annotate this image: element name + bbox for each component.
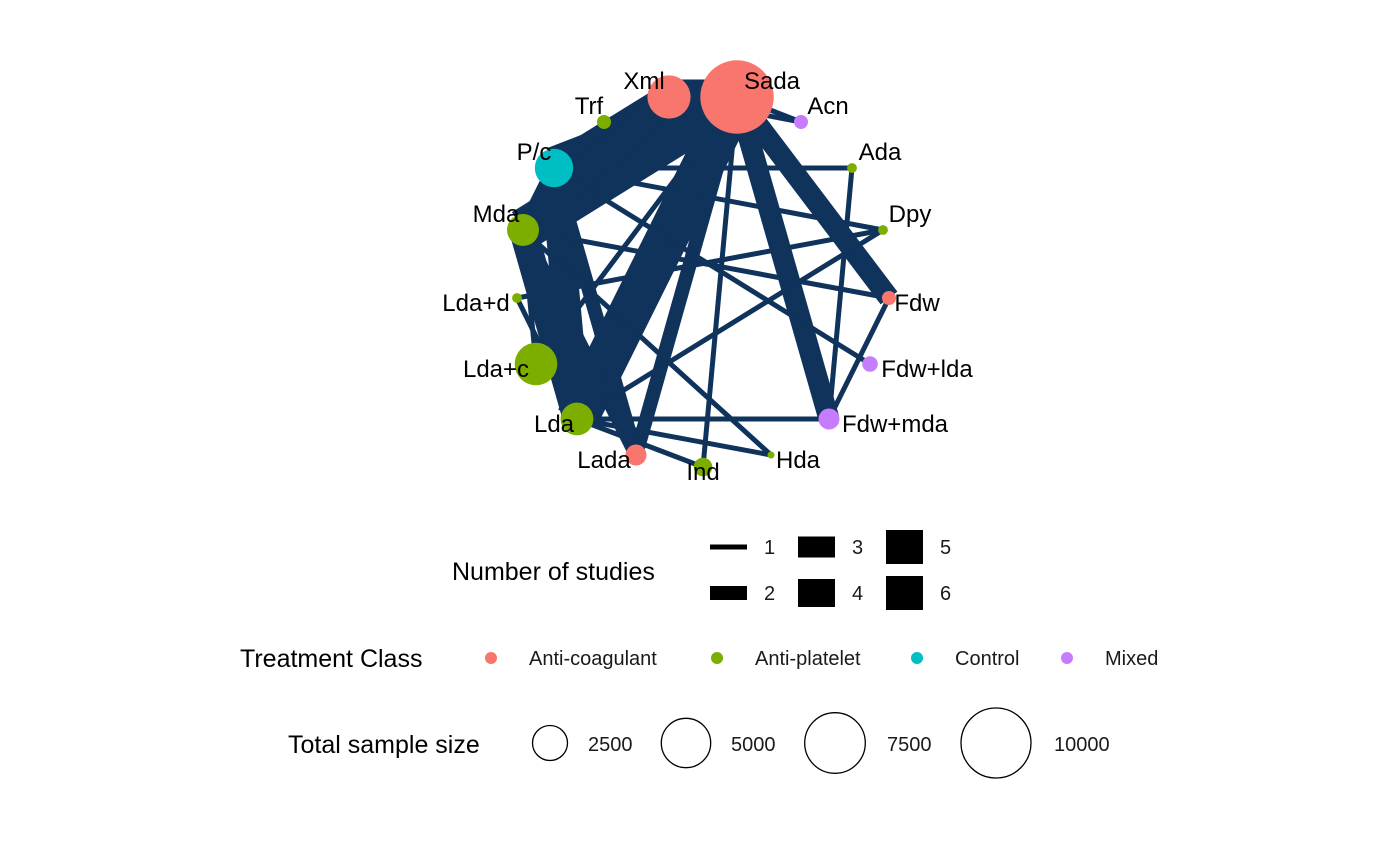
node-fdw-plus-lda	[862, 356, 878, 372]
sample-size-legend: Total sample size 2500 5000 7500 10000	[288, 707, 1110, 779]
studies-key-label-2: 2	[764, 583, 775, 605]
node-dpy	[878, 225, 888, 235]
node-lada	[625, 444, 647, 466]
node-label-fdw-plus-mda: Fdw+mda	[842, 411, 949, 438]
node-label-hda: Hda	[776, 447, 821, 474]
nodes-layer	[507, 60, 896, 477]
edge-sada-fdw-plus-mda	[726, 94, 840, 422]
size-key-circle-5000	[660, 717, 712, 769]
studies-key-3	[798, 536, 835, 558]
node-lda-plus-d	[512, 293, 522, 303]
node-p-c	[534, 148, 574, 188]
studies-key-label-3: 3	[852, 537, 863, 559]
node-label-lda-plus-c: Lda+c	[463, 356, 529, 383]
sample-size-legend-title: Total sample size	[288, 731, 480, 759]
node-label-lda: Lda	[534, 411, 575, 438]
node-label-xml: Xml	[623, 68, 664, 95]
edge-ada-fdw-plus-mda	[826, 167, 855, 420]
class-key-dot-control	[911, 652, 923, 664]
node-fdw	[882, 291, 896, 305]
class-key-label-control: Control	[955, 648, 1019, 670]
node-label-ind: Ind	[686, 459, 719, 486]
size-key-label-10000: 10000	[1054, 734, 1110, 756]
size-key-circle-7500	[804, 712, 866, 774]
studies-key-label-1: 1	[764, 537, 775, 559]
edge-sada-lada	[629, 95, 744, 457]
node-label-fdw: Fdw	[894, 290, 940, 317]
class-key-dot-anti-coagulant	[485, 652, 497, 664]
node-label-fdw-plus-lda: Fdw+lda	[881, 356, 973, 383]
node-label-trf: Trf	[575, 93, 604, 120]
class-key-label-anti-coagulant: Anti-coagulant	[529, 648, 657, 670]
class-key-label-mixed: Mixed	[1105, 648, 1158, 670]
node-mda	[507, 214, 539, 246]
node-lda-plus-c	[514, 342, 558, 386]
treatment-class-legend-title: Treatment Class	[240, 645, 422, 673]
size-key-circle-2500	[531, 724, 569, 762]
node-sada	[700, 60, 774, 134]
node-xml	[647, 75, 691, 119]
node-hda	[767, 451, 775, 459]
studies-key-6	[886, 576, 923, 610]
edge-sada-ind	[700, 96, 740, 468]
class-key-dot-mixed	[1061, 652, 1073, 664]
edge-lda-hda	[576, 416, 772, 458]
node-label-dpy: Dpy	[889, 201, 932, 228]
node-acn	[794, 115, 808, 129]
node-fdw-plus-mda	[818, 408, 840, 430]
edges-layer	[509, 77, 898, 470]
class-key-label-anti-platelet: Anti-platelet	[755, 648, 861, 670]
studies-key-5	[886, 530, 923, 564]
edge-sada-fdw	[728, 90, 898, 305]
edge-dpy-lda-plus-d	[516, 227, 884, 301]
studies-key-4	[798, 579, 835, 607]
studies-key-label-4: 4	[852, 583, 863, 605]
node-label-ada: Ada	[859, 139, 902, 166]
edge-dpy-lda	[575, 227, 885, 422]
studies-legend-title: Number of studies	[452, 558, 655, 586]
node-trf	[597, 115, 611, 129]
studies-key-1	[710, 544, 747, 550]
size-key-label-5000: 5000	[731, 734, 776, 756]
size-key-label-7500: 7500	[887, 734, 932, 756]
edge-fdw-fdw-plus-mda	[826, 296, 892, 421]
class-key-dot-anti-platelet	[711, 652, 723, 664]
node-label-sada: Sada	[744, 68, 801, 95]
edge-p-c-lada	[547, 166, 643, 457]
node-label-acn: Acn	[807, 93, 848, 120]
node-label-lda-plus-d: Lda+d	[442, 290, 509, 317]
size-key-circle-10000	[960, 707, 1032, 779]
studies-key-2	[710, 586, 747, 600]
studies-key-label-5: 5	[940, 537, 951, 559]
node-ind	[693, 457, 713, 477]
edge-p-c-dpy	[553, 165, 884, 233]
size-key-label-2500: 2500	[588, 734, 633, 756]
node-ada	[847, 163, 857, 173]
treatment-class-legend: Treatment Class Anti-coagulant Anti-plate…	[240, 645, 1158, 673]
studies-legend: Number of studies 1 2 3 4 5 6	[452, 530, 951, 610]
studies-key-label-6: 6	[940, 583, 951, 605]
edge-lda-ind	[576, 416, 704, 470]
node-lda	[560, 402, 594, 436]
node-label-p-c: P/c	[517, 139, 552, 166]
node-label-mda: Mda	[473, 201, 520, 228]
node-label-lada: Lada	[577, 447, 631, 474]
